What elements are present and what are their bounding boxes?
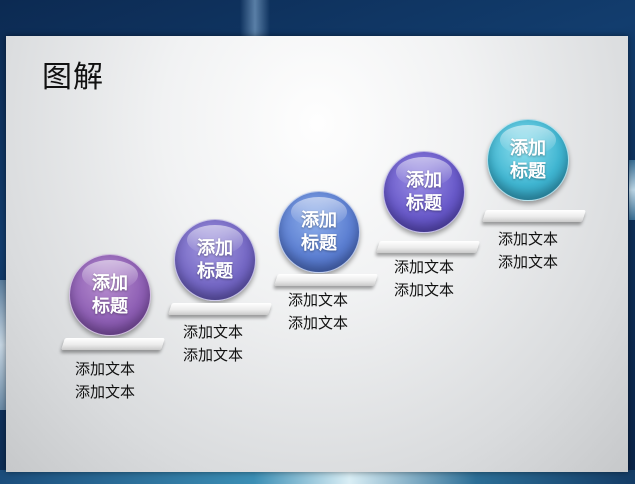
background-edge-right xyxy=(629,160,635,220)
slide-canvas: 图解 添加标题 添加文本 添加文本 添加标题 添加文本 添加文本 添加标题 添加… xyxy=(6,36,628,472)
step-1-platform xyxy=(61,338,165,350)
step-5-platform xyxy=(482,210,586,222)
step-4-circle[interactable]: 添加标题 xyxy=(383,151,465,233)
background-edge-left xyxy=(0,280,6,410)
step-3-line-2: 添加文本 xyxy=(288,314,349,332)
step-2-line-1: 添加文本 xyxy=(183,323,244,341)
step-1-heading: 添加标题 xyxy=(92,273,128,317)
step-4-line-2: 添加文本 xyxy=(394,281,455,299)
step-2-heading: 添加标题 xyxy=(197,238,233,282)
step-3-line-1: 添加文本 xyxy=(288,291,349,309)
step-5-line-1: 添加文本 xyxy=(498,230,559,248)
step-5-text: 添加文本 添加文本 xyxy=(498,228,558,274)
step-3-platform xyxy=(274,274,378,286)
background-bottom-band xyxy=(0,470,635,484)
step-4-heading: 添加标题 xyxy=(406,170,442,214)
step-2-line-2: 添加文本 xyxy=(183,346,244,364)
step-2-text: 添加文本 添加文本 xyxy=(183,321,243,367)
step-2-circle[interactable]: 添加标题 xyxy=(174,219,256,301)
slide-title: 图解 xyxy=(42,60,104,95)
step-5-circle[interactable]: 添加标题 xyxy=(487,119,569,201)
step-4-platform xyxy=(376,241,480,253)
step-2-platform xyxy=(168,303,272,315)
step-3-circle[interactable]: 添加标题 xyxy=(278,191,360,273)
step-1-line-2: 添加文本 xyxy=(75,383,136,401)
step-3-text: 添加文本 添加文本 xyxy=(288,289,348,335)
step-1-line-1: 添加文本 xyxy=(75,360,136,378)
step-4-line-1: 添加文本 xyxy=(394,258,455,276)
step-1-text: 添加文本 添加文本 xyxy=(75,358,135,404)
step-5-heading: 添加标题 xyxy=(510,138,546,182)
background-streak xyxy=(240,0,270,40)
step-1-circle[interactable]: 添加标题 xyxy=(69,254,151,336)
step-4-text: 添加文本 添加文本 xyxy=(394,256,454,302)
step-5-line-2: 添加文本 xyxy=(498,253,559,271)
step-3-heading: 添加标题 xyxy=(301,210,337,254)
